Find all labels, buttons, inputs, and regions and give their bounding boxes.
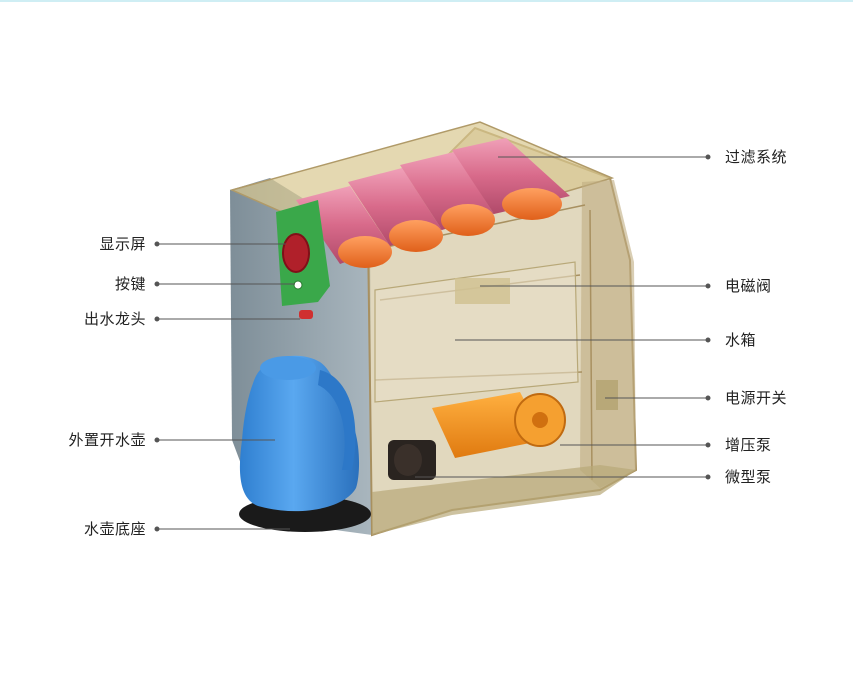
right-leader-lines <box>415 154 711 480</box>
display-screen-shape <box>282 233 310 273</box>
micro-pump-shape <box>388 440 436 480</box>
label-micro-pump: 微型泵 <box>725 468 772 486</box>
label-faucet: 出水龙头 <box>83 310 146 328</box>
label-water-tank: 水箱 <box>725 331 757 349</box>
kettle-handle <box>318 370 356 470</box>
kettle-lid <box>260 356 316 380</box>
label-display-screen: 显示屏 <box>99 235 146 253</box>
solenoid-valve-shape <box>455 278 510 304</box>
label-external-kettle: 外置开水壶 <box>68 431 146 449</box>
label-booster-pump: 增压泵 <box>725 436 772 454</box>
label-button: 按键 <box>114 275 146 293</box>
filter-cartridges <box>296 138 570 268</box>
base-tray <box>372 465 636 535</box>
booster-pump-shape <box>432 392 566 458</box>
power-switch-shape <box>596 380 618 410</box>
top-rule <box>0 0 853 2</box>
left-leader-lines <box>154 241 300 532</box>
label-power-switch: 电源开关 <box>725 389 788 407</box>
housing-right-side <box>580 180 636 488</box>
water-tank-shape <box>374 261 579 403</box>
kettle-shape <box>239 355 360 512</box>
label-filter-system: 过滤系统 <box>725 148 788 166</box>
label-kettle-base: 水壶底座 <box>83 520 146 538</box>
faucet-shape <box>299 310 313 319</box>
button-shape <box>293 280 303 290</box>
label-solenoid-valve: 电磁阀 <box>725 277 772 295</box>
